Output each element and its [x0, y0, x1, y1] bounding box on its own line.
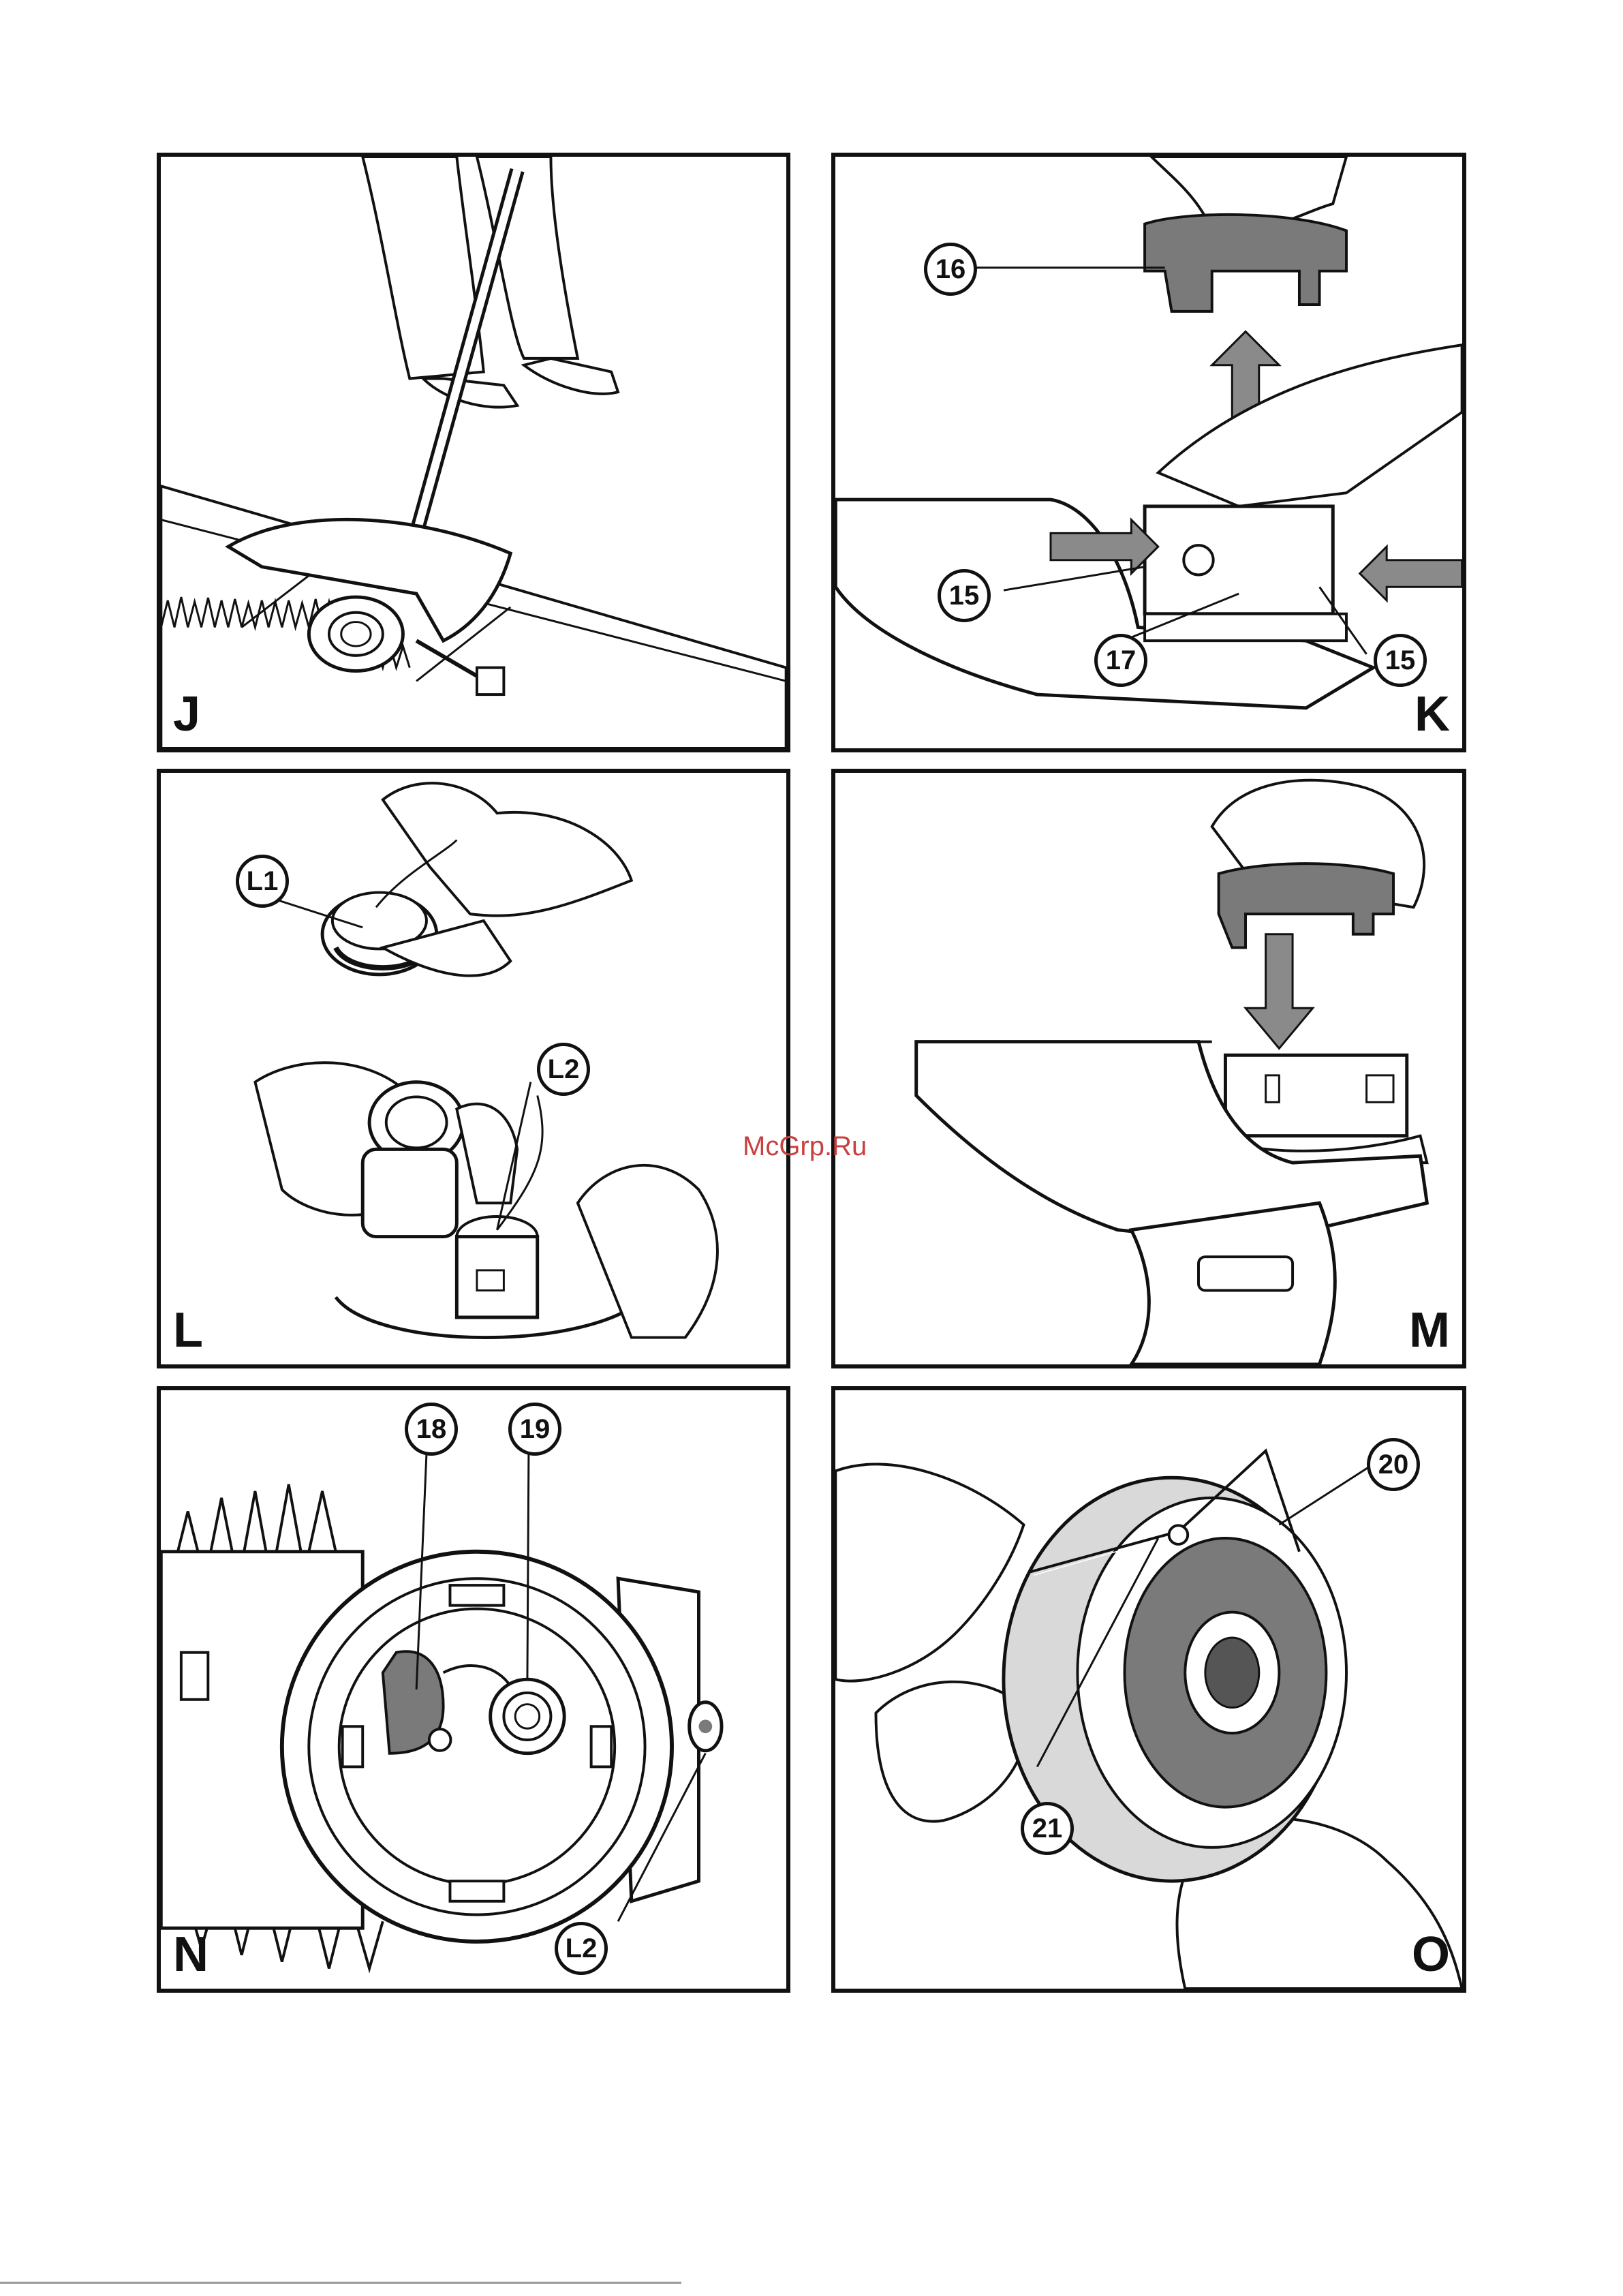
- callout-17: 17: [1094, 634, 1147, 687]
- callout-l2: L2: [537, 1043, 590, 1096]
- callout-16: 16: [924, 243, 977, 296]
- callout-19: 19: [508, 1403, 561, 1456]
- panel-j: J: [157, 153, 790, 752]
- panel-letter-m: M: [1409, 1306, 1450, 1355]
- panel-k: 16 15 17 15 K: [831, 153, 1466, 752]
- bottom-rule: [0, 2282, 681, 2284]
- trimmer-edging-illustration: [161, 157, 786, 748]
- panel-letter-j: J: [173, 690, 200, 739]
- panel-o: 20 21 O: [831, 1386, 1466, 1993]
- callout-18: 18: [405, 1403, 458, 1456]
- panel-m: M: [831, 769, 1466, 1368]
- callout-l2: L2: [555, 1922, 608, 1975]
- callout-l1: L1: [236, 855, 289, 908]
- panel-n: 18 19 L2 N: [157, 1386, 790, 1993]
- panel-l: L1 L2 L: [157, 769, 790, 1368]
- spool-housing-top-view-illustration: [161, 1390, 786, 1989]
- callout-15-right: 15: [1374, 634, 1427, 687]
- panel-letter-k: K: [1415, 690, 1450, 739]
- panel-letter-n: N: [173, 1930, 208, 1979]
- callout-20: 20: [1367, 1438, 1420, 1491]
- callout-21: 21: [1021, 1802, 1074, 1855]
- spool-cover-eyelet-illustration: [835, 1390, 1462, 1989]
- spool-cover-removal-illustration: [835, 157, 1462, 748]
- panel-letter-o: O: [1412, 1930, 1450, 1979]
- callout-15-left: 15: [938, 569, 991, 622]
- panel-letter-l: L: [173, 1306, 203, 1355]
- spool-cover-refit-illustration: [835, 773, 1462, 1364]
- watermark: McGrp.Ru: [743, 1131, 867, 1162]
